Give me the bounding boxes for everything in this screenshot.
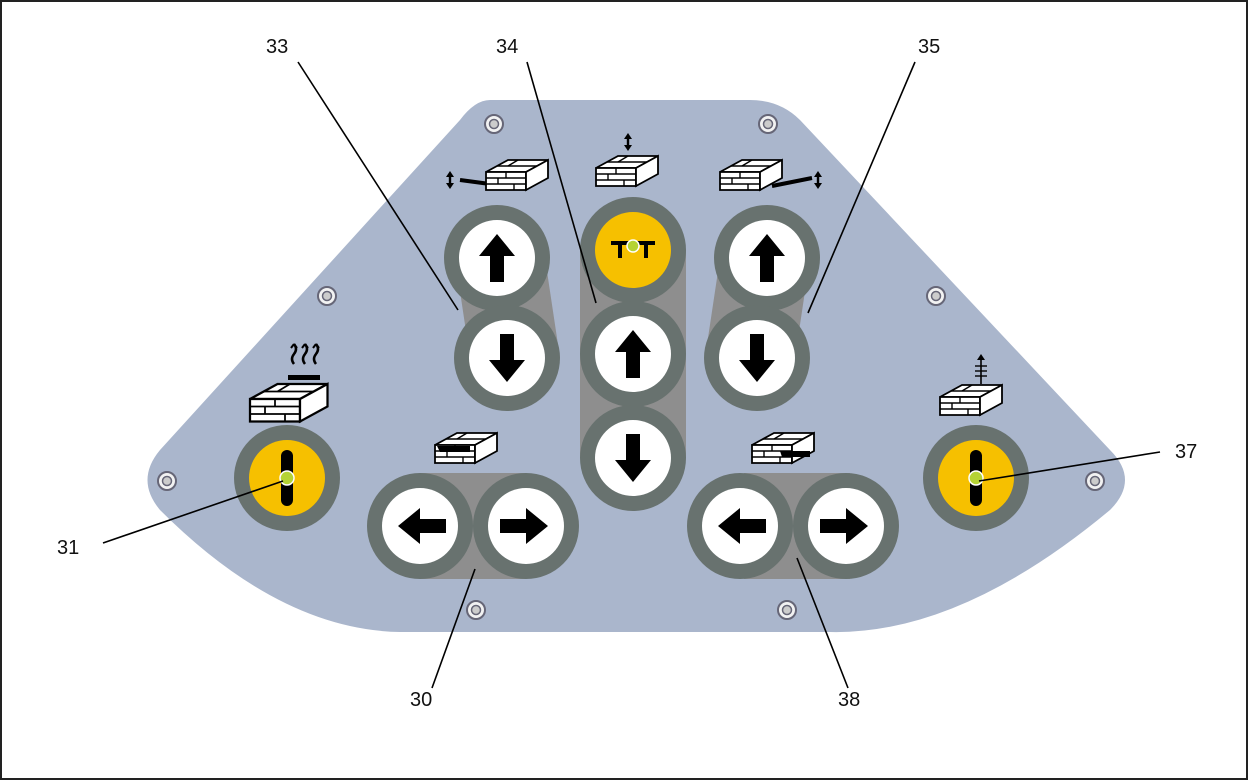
screw-icon bbox=[484, 114, 504, 134]
left-section-right-button[interactable] bbox=[473, 473, 579, 579]
screw-icon bbox=[317, 286, 337, 306]
arrow-right-icon bbox=[820, 508, 868, 544]
bed-up-button[interactable] bbox=[580, 301, 686, 407]
status-led bbox=[968, 470, 984, 486]
left-section-left-button[interactable] bbox=[367, 473, 473, 579]
arrow-left-icon bbox=[718, 508, 766, 544]
screw-icon bbox=[777, 600, 797, 620]
leader-lines bbox=[102, 61, 1161, 689]
screw-icon bbox=[758, 114, 778, 134]
callout-33: 33 bbox=[266, 36, 289, 58]
callout-38: 38 bbox=[838, 689, 861, 711]
screw-icon bbox=[1085, 471, 1105, 491]
arrow-right-icon bbox=[500, 508, 548, 544]
arrow-down-icon bbox=[489, 334, 525, 382]
callout-37: 37 bbox=[1175, 441, 1198, 463]
screw-icon bbox=[157, 471, 177, 491]
heated-bed-switch[interactable] bbox=[234, 425, 340, 531]
tilt-right-down-button[interactable] bbox=[704, 305, 810, 411]
tilt-left-pictogram-icon bbox=[446, 159, 549, 191]
right-section-pictogram-icon bbox=[751, 432, 815, 464]
right-section-left-button[interactable] bbox=[687, 473, 793, 579]
callout-31: 31 bbox=[57, 537, 80, 559]
bed-level-indicator bbox=[580, 197, 686, 303]
left-section-pictogram-icon bbox=[434, 432, 498, 464]
bed-down-button[interactable] bbox=[580, 405, 686, 511]
tilt-left-up-button[interactable] bbox=[444, 205, 550, 311]
status-led bbox=[626, 239, 640, 253]
tilt-right-up-button[interactable] bbox=[714, 205, 820, 311]
screw-icon bbox=[926, 286, 946, 306]
screw-icon bbox=[466, 600, 486, 620]
heated-bed-icon bbox=[248, 343, 329, 423]
callout-35: 35 bbox=[918, 36, 941, 58]
right-section-right-button[interactable] bbox=[793, 473, 899, 579]
arrow-up-icon bbox=[749, 234, 785, 282]
arrow-left-icon bbox=[398, 508, 446, 544]
tilt-left-down-button[interactable] bbox=[454, 305, 560, 411]
status-led bbox=[279, 470, 295, 486]
arrow-down-icon bbox=[615, 434, 651, 482]
arrow-up-icon bbox=[615, 330, 651, 378]
arrow-down-icon bbox=[739, 334, 775, 382]
callout-30: 30 bbox=[410, 689, 433, 711]
vibration-switch[interactable] bbox=[923, 425, 1029, 531]
callout-34: 34 bbox=[496, 36, 519, 58]
bed-vibration-pictogram-icon bbox=[939, 354, 1003, 416]
tilt-right-pictogram-icon bbox=[719, 159, 822, 191]
mounting-screws bbox=[157, 114, 1105, 620]
arrow-up-icon bbox=[479, 234, 515, 282]
